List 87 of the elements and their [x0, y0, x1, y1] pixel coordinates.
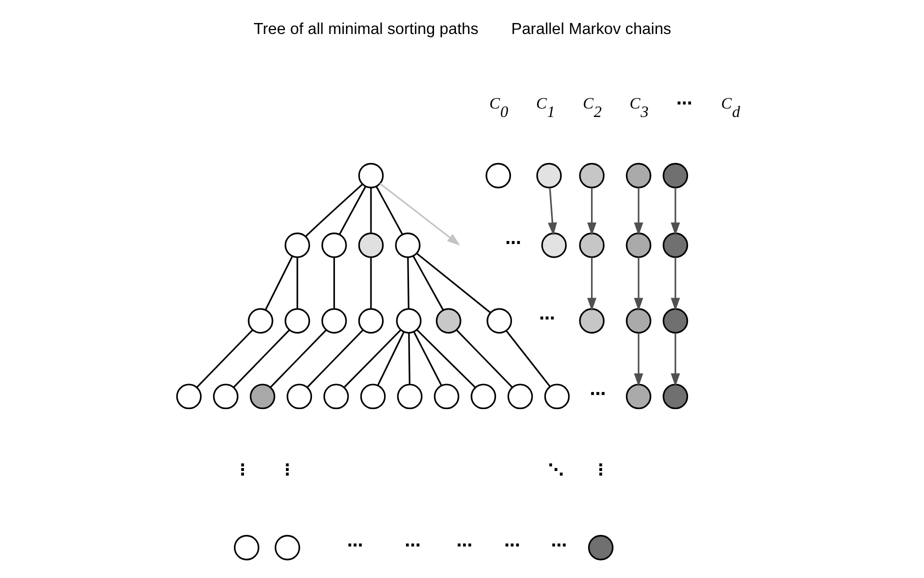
arrow	[380, 182, 460, 246]
node-circle	[536, 162, 562, 188]
arrow	[670, 333, 680, 387]
connector	[408, 333, 410, 384]
node-circle	[396, 308, 422, 334]
node-circle	[626, 384, 652, 410]
node-circle	[662, 384, 688, 410]
arrow	[548, 188, 558, 236]
node-circle	[486, 308, 512, 334]
label: ⋯	[590, 384, 606, 404]
node-circle	[626, 232, 652, 258]
node-circle	[321, 232, 347, 258]
node-circle	[274, 534, 300, 560]
connector	[296, 257, 298, 309]
connector	[377, 331, 405, 386]
label: ⋯	[505, 233, 522, 252]
arrow	[670, 188, 680, 236]
arrow	[634, 188, 644, 236]
connector	[338, 186, 366, 235]
arrow	[587, 257, 596, 311]
connector	[370, 188, 372, 234]
label: ⋮	[592, 460, 609, 479]
connector	[376, 186, 404, 235]
node-circle	[434, 384, 460, 410]
node-circle	[486, 162, 512, 188]
node-circle	[360, 384, 386, 410]
connector	[264, 256, 294, 310]
label: ⋯	[551, 535, 567, 554]
connector	[370, 257, 372, 309]
arrow	[634, 257, 644, 311]
connector	[305, 184, 363, 237]
node-circle	[358, 162, 384, 188]
connector	[344, 329, 402, 388]
label: ⋯	[504, 535, 520, 554]
node-circle	[397, 384, 422, 410]
connector	[333, 257, 335, 309]
node-circle	[176, 384, 202, 410]
label: ⋱	[548, 460, 564, 479]
label: ⋯	[347, 535, 364, 554]
node-circle	[579, 162, 605, 188]
connector	[233, 329, 290, 388]
node-circle	[588, 534, 614, 560]
connector	[413, 331, 442, 386]
node-circle	[436, 308, 462, 334]
connector	[407, 257, 410, 309]
node-circle	[507, 384, 533, 410]
node-circle	[626, 162, 652, 188]
node-circle	[213, 384, 238, 410]
node-circle	[579, 232, 605, 258]
node-circle	[544, 384, 570, 410]
arrow	[634, 333, 644, 387]
node-circle	[321, 308, 347, 334]
connector	[412, 256, 444, 310]
label: Parallel Markov chains	[511, 21, 672, 38]
label: ⋯	[539, 308, 556, 328]
node-circle	[234, 534, 260, 560]
node-circle	[662, 162, 688, 188]
label: ⋯	[456, 535, 472, 554]
label: ⋮	[234, 460, 251, 479]
node-circle	[470, 384, 496, 410]
node-circle	[626, 308, 652, 334]
node-circle	[284, 232, 310, 258]
node-circle	[250, 384, 276, 410]
label: Tree of all minimal sorting paths	[254, 21, 478, 38]
arrow	[587, 188, 596, 236]
node-circle	[579, 308, 605, 334]
label: ⋮	[279, 460, 296, 479]
node-circle	[358, 308, 384, 334]
label: ⋯	[404, 535, 421, 554]
connector	[456, 329, 513, 388]
node-circle	[284, 308, 310, 334]
node-circle	[662, 232, 688, 258]
connector	[306, 329, 364, 388]
node-circle	[248, 308, 274, 334]
connector	[416, 329, 476, 388]
connector	[506, 330, 550, 387]
connector	[270, 329, 327, 388]
node-circle	[286, 384, 312, 410]
node-circle	[662, 308, 688, 334]
node-circle	[541, 232, 567, 258]
label: ⋯	[676, 94, 692, 113]
connector	[416, 252, 491, 314]
arrow	[670, 257, 680, 311]
node-circle	[323, 384, 349, 410]
node-circle	[358, 232, 384, 258]
connector	[196, 329, 254, 388]
node-circle	[395, 232, 421, 258]
